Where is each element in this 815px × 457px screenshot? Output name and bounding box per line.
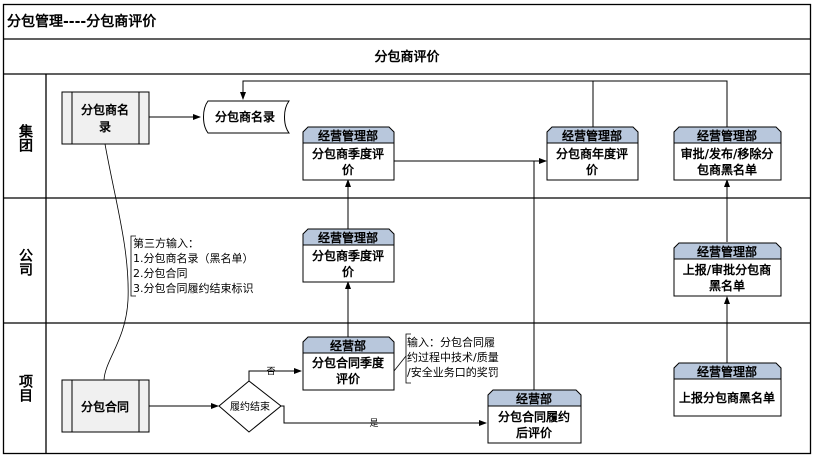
note-connector — [393, 355, 407, 372]
node-group-annual-eval[interactable]: 经营管理部 分包商年度评 价 — [546, 126, 639, 181]
note-third-party-input: 第三方输入： 1.分包商名录（黑名单） 2.分包合同 3.分包合同履约结束标识 — [130, 235, 254, 297]
vendor-list-process-line1: 分包商名 — [81, 102, 129, 117]
company-quarterly-line1: 分包商季度评 — [312, 248, 384, 263]
node-vendor-list-process[interactable]: 分包商名 录 — [61, 91, 150, 145]
lane-project: 项目 — [17, 374, 33, 403]
node-project-blacklist[interactable]: 经营管理部 上报分包商黑名单 — [673, 362, 782, 417]
line-blacklist-to-doc — [593, 80, 728, 128]
decision-yes-label: 是 — [369, 418, 378, 429]
note-third-party-line4: 3.分包合同履约结束标识 — [133, 281, 254, 295]
project-post-line2: 后评价 — [516, 425, 553, 440]
node-company-quarterly-eval[interactable]: 经营管理部 分包商季度评 价 — [302, 228, 395, 283]
note-input: 输入：分包合同履 约过程中技术/质量 /安全业务口的奖罚 — [405, 333, 499, 384]
company-quarterly-line2: 价 — [342, 265, 355, 279]
group-quarterly-line1: 分包商季度评 — [312, 146, 384, 161]
project-quarterly-dept: 经营部 — [330, 338, 366, 353]
group-annual-dept: 经营管理部 — [562, 128, 622, 143]
project-quarterly-line1: 分包合同季度 — [312, 355, 385, 370]
group-blacklist-line2: 包商黑名单 — [696, 162, 757, 177]
node-group-blacklist[interactable]: 经营管理部 审批/发布/移除分 包商黑名单 — [673, 126, 782, 181]
node-project-quarterly-eval[interactable]: 经营部 分包合同季度 评价 — [302, 336, 395, 391]
company-blacklist-dept: 经营管理部 — [697, 244, 757, 259]
note-third-party-line3: 2.分包合同 — [133, 266, 188, 280]
annotation-curve — [103, 143, 129, 381]
contract-process-label: 分包合同 — [81, 399, 129, 414]
company-blacklist-line1: 上报/审批分包商 — [683, 262, 771, 277]
lane-label-project: 项目 — [17, 374, 33, 403]
group-annual-line1: 分包商年度评 — [556, 146, 628, 161]
node-company-blacklist[interactable]: 经营管理部 上报/审批分包商 黑名单 — [673, 242, 782, 297]
node-project-post-eval[interactable]: 经营部 分包合同履约 后评价 — [487, 389, 582, 444]
lane-company: 公司 — [17, 248, 33, 277]
note-third-party-line2: 1.分包商名录（黑名单） — [133, 251, 254, 265]
project-post-dept: 经营部 — [516, 391, 552, 406]
note-input-line1: 输入：分包合同履 — [407, 335, 495, 349]
connectors — [103, 80, 730, 426]
decision-label: 履约结束 — [230, 400, 270, 413]
project-quarterly-line2: 评价 — [336, 372, 361, 386]
group-quarterly-line2: 价 — [342, 163, 355, 177]
note-third-party-line1: 第三方输入： — [133, 236, 199, 250]
arrow-decision-no — [248, 368, 302, 381]
company-blacklist-line2: 黑名单 — [709, 278, 745, 293]
lane-label-group: 集团 — [17, 123, 34, 153]
arrow-annual-to-doc — [240, 80, 594, 128]
note-input-line3: /安全业务口的奖罚 — [407, 365, 499, 379]
outer-frame — [2, 3, 812, 455]
node-group-quarterly-eval[interactable]: 经营管理部 分包商季度评 价 — [302, 126, 395, 181]
node-contract-process[interactable]: 分包合同 — [61, 379, 150, 433]
group-blacklist-dept: 经营管理部 — [697, 128, 757, 143]
decision-no-label: 否 — [266, 366, 275, 377]
vendor-list-process-line2: 录 — [99, 120, 111, 134]
lane-label-company: 公司 — [17, 248, 33, 277]
lane-group: 集团 — [17, 123, 34, 153]
arrow-decision-yes — [281, 405, 487, 426]
page-title: 分包管理----分包商评价 — [7, 13, 157, 30]
group-quarterly-dept: 经营管理部 — [318, 128, 378, 143]
diagram-subtitle: 分包商评价 — [374, 49, 440, 65]
project-blacklist-dept: 经营管理部 — [697, 364, 757, 379]
vendor-list-doc-label: 分包商名录 — [215, 109, 275, 124]
company-quarterly-dept: 经营管理部 — [318, 230, 378, 245]
group-annual-line2: 价 — [586, 163, 599, 177]
group-blacklist-line1: 审批/发布/移除分 — [681, 146, 774, 161]
project-blacklist-line1: 上报分包商黑名单 — [679, 390, 775, 405]
node-decision-contract-ended[interactable]: 履约结束 — [218, 380, 282, 433]
project-post-line1: 分包合同履约 — [498, 409, 570, 424]
node-vendor-list-document[interactable]: 分包商名录 — [203, 100, 290, 134]
note-input-line2: 约过程中技术/质量 — [407, 351, 499, 364]
